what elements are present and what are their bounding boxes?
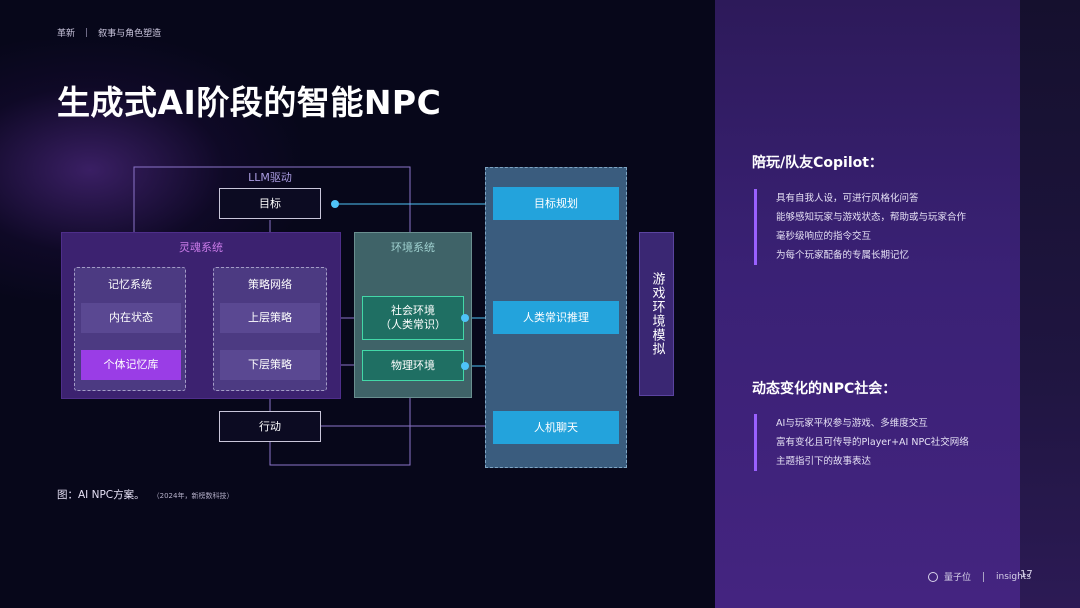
brand-suffix: insights [996, 571, 1032, 582]
figure-caption: 图：AI NPC方案。 （2024年，新榜数科技） [57, 487, 233, 502]
action-box: 行动 [219, 411, 321, 442]
goal-box: 目标 [219, 188, 321, 219]
memory-system-label: 记忆系统 [108, 278, 152, 291]
connector-dot-goal [331, 200, 339, 208]
brand-logo-icon [928, 571, 938, 582]
brand-divider [983, 571, 985, 582]
memory-system-column [74, 267, 186, 391]
section-title-npc-society: 动态变化的NPC社会： [752, 381, 897, 397]
lower-strategy-box: 下层策略 [220, 350, 320, 380]
strategy-network-label: 策略网络 [248, 278, 292, 291]
soul-system-region [61, 232, 341, 399]
caption-source: （2024年，新榜数科技） [152, 492, 234, 500]
list-item: 富有变化且可传导的Player+AI NPC社交网络 [776, 437, 969, 448]
section-title-copilot: 陪玩/队友Copilot： [752, 155, 883, 171]
strategy-network-column [213, 267, 327, 391]
page-number: 17 [1020, 569, 1033, 580]
list-item: AI与玩家平权参与游戏、多维度交互 [776, 418, 928, 429]
breadcrumb-section: 革新 [57, 29, 76, 39]
inner-state-box: 内在状态 [81, 303, 181, 333]
right-edge-strip [1020, 0, 1080, 608]
game-environment-simulation-box: 游戏环境模拟 [639, 232, 674, 396]
llm-drive-label: LLM驱动 [248, 171, 292, 184]
environment-system-region [354, 232, 472, 398]
list-item: 具有自我人设，可进行风格化问答 [776, 193, 919, 204]
breadcrumb: 革新 | 叙事与角色塑造 [57, 26, 162, 40]
list-item: 毫秒级响应的指令交互 [776, 231, 872, 242]
goal-planning-box: 目标规划 [493, 187, 619, 220]
copilot-bullet-list: 具有自我人设，可进行风格化问答 能够感知玩家与游戏状态，帮助或与玩家合作 毫秒级… [754, 189, 966, 265]
social-environment-box: 社会环境 （人类常识） [362, 296, 464, 340]
connector-dot-social [461, 314, 469, 322]
physical-environment-box: 物理环境 [362, 350, 464, 381]
connector-dot-physical [461, 362, 469, 370]
capabilities-column [485, 167, 627, 468]
individual-memory-box: 个体记忆库 [81, 350, 181, 380]
npc-society-bullet-list: AI与玩家平权参与游戏、多维度交互 富有变化且可传导的Player+AI NPC… [754, 414, 969, 471]
breadcrumb-separator: | [85, 27, 89, 38]
list-item: 为每个玩家配备的专属长期记忆 [776, 250, 910, 261]
environment-system-label: 环境系统 [391, 241, 435, 254]
human-machine-chat-box: 人机聊天 [493, 411, 619, 444]
social-environment-line2: （人类常识） [380, 318, 446, 331]
soul-system-label: 灵魂系统 [179, 241, 223, 254]
caption-main: 图：AI NPC方案。 [57, 489, 145, 501]
action-feedback-loop [269, 398, 411, 466]
list-item: 能够感知玩家与游戏状态，帮助或与玩家合作 [776, 212, 967, 223]
right-panel [715, 0, 1020, 608]
llm-drive-loop [133, 166, 411, 232]
footer-brand: 量子位 insights [928, 570, 1031, 583]
upper-strategy-box: 上层策略 [220, 303, 320, 333]
common-sense-reasoning-box: 人类常识推理 [493, 301, 619, 334]
list-item: 主题指引下的故事表达 [776, 456, 872, 467]
brand-name: 量子位 [944, 573, 972, 583]
page-title: 生成式AI阶段的智能NPC [57, 83, 442, 122]
breadcrumb-topic: 叙事与角色塑造 [98, 29, 162, 39]
social-environment-line1: 社会环境 [391, 304, 435, 317]
